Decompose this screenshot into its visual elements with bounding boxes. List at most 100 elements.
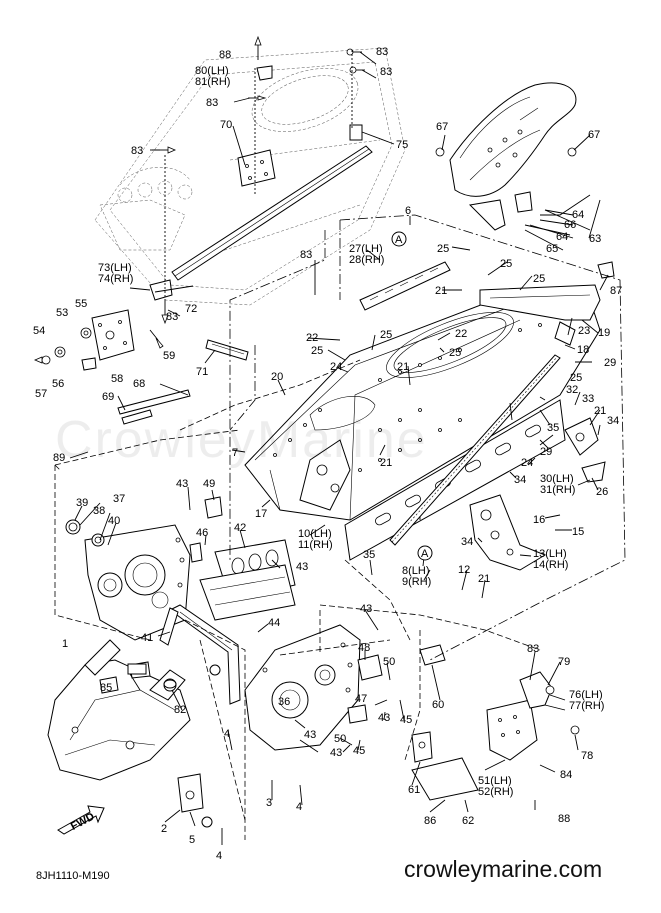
cross-member-19-23	[479, 261, 615, 346]
callout-34b: 34	[514, 474, 526, 486]
callout-2: 2	[161, 823, 167, 835]
callout-51-52: 51(LH)52(RH)	[478, 775, 513, 798]
side-rail-72	[171, 145, 373, 281]
assembly-boundaries	[54, 214, 626, 840]
callout-41: 41	[141, 632, 153, 644]
rear-cover-illustration	[435, 82, 591, 236]
callout-43d: 43	[378, 712, 390, 724]
callout-29a: 29	[604, 357, 616, 369]
callout-6: 6	[405, 205, 411, 217]
callout-42: 42	[234, 522, 246, 534]
callout-63: 63	[589, 233, 601, 245]
callout-83c: 83	[376, 46, 388, 58]
plate-70	[237, 149, 276, 187]
chaincase-plate-37	[65, 519, 191, 641]
callout-25b: 25	[500, 258, 512, 270]
callout-83f: 83	[300, 249, 312, 261]
callout-70: 70	[220, 119, 232, 131]
callout-76-77: 76(LH)77(RH)	[569, 689, 604, 712]
callout-57: 57	[35, 388, 47, 400]
callout-83g: 83	[527, 643, 539, 655]
callout-labels: 88 80(LH)81(RH) 83 70 83 83 83 75 73(LH)…	[33, 46, 622, 862]
callout-18: 18	[577, 344, 589, 356]
callout-8-9: 8(LH)9(RH)	[402, 565, 431, 588]
callout-82: 82	[174, 704, 186, 716]
bracket-49-46	[189, 496, 223, 563]
callout-71: 71	[196, 366, 208, 378]
callout-49: 49	[203, 478, 215, 490]
cover-42-plate	[199, 539, 296, 621]
callout-25g: 25	[570, 372, 582, 384]
callout-29b: 29	[540, 446, 552, 458]
callout-64b: 64	[556, 231, 568, 243]
bumper-41	[159, 604, 241, 705]
callout-19: 19	[598, 327, 610, 339]
bracket-27-28	[359, 261, 451, 311]
callout-86: 86	[424, 815, 436, 827]
callout-65: 65	[546, 243, 558, 255]
callout-23: 23	[578, 325, 590, 337]
callout-43c: 43	[360, 603, 372, 615]
bracket-30-31	[564, 417, 606, 483]
callout-73-74: 73(LH)74(RH)	[98, 262, 133, 285]
callout-21a: 21	[435, 285, 447, 297]
callout-35b: 35	[363, 549, 375, 561]
plate-86	[411, 731, 479, 801]
callout-38: 38	[93, 505, 105, 517]
callout-89: 89	[53, 452, 65, 464]
callout-4c: 4	[216, 850, 222, 862]
callout-25e: 25	[380, 329, 392, 341]
callout-83e: 83	[166, 311, 178, 323]
callout-25f: 25	[449, 347, 461, 359]
callout-46: 46	[196, 527, 208, 539]
watermark: CrowleyMarine	[55, 411, 428, 469]
callout-62: 62	[462, 815, 474, 827]
leader-lines	[69, 51, 609, 845]
callout-75: 75	[396, 139, 408, 151]
callout-39: 39	[76, 497, 88, 509]
callout-54: 54	[33, 325, 45, 337]
callout-21b: 21	[397, 361, 409, 373]
callout-80-81: 80(LH)81(RH)	[195, 65, 230, 88]
callout-83b: 83	[131, 145, 143, 157]
strip-68-69	[117, 389, 191, 425]
callout-48: 48	[358, 642, 370, 654]
ref-a-bottom: A	[421, 548, 429, 560]
callout-72: 72	[185, 303, 197, 315]
fwd-arrow: FWD	[57, 805, 105, 835]
callout-67b: 67	[588, 129, 600, 141]
callout-25d: 25	[311, 345, 323, 357]
callout-36: 36	[278, 696, 290, 708]
callout-60: 60	[432, 699, 444, 711]
bracket-71	[205, 339, 249, 361]
callout-21e: 21	[478, 573, 490, 585]
callout-32: 32	[566, 384, 578, 396]
bracket-51-52	[486, 671, 580, 761]
callout-4a: 4	[224, 728, 230, 740]
tunnel-rivets	[273, 323, 542, 472]
callout-27-28: 27(LH)28(RH)	[349, 243, 384, 266]
callout-20: 20	[271, 371, 283, 383]
callout-22b: 22	[455, 328, 467, 340]
callout-45a: 45	[400, 714, 412, 726]
front-bulkhead-36	[244, 624, 361, 751]
callout-5: 5	[189, 834, 195, 846]
callout-88: 88	[219, 49, 231, 61]
callout-58: 58	[111, 373, 123, 385]
callout-53: 53	[56, 307, 68, 319]
callout-45b: 45	[353, 745, 365, 757]
callout-84: 84	[560, 769, 572, 781]
callout-68: 68	[133, 378, 145, 390]
callout-1: 1	[62, 638, 68, 650]
reference-markers: A A	[391, 231, 433, 561]
callout-85: 85	[100, 682, 112, 694]
diagram-code: 8JH1110-M190	[36, 870, 110, 882]
callout-50b: 50	[334, 733, 346, 745]
site-url[interactable]: crowleymarine.com	[404, 856, 603, 882]
callout-24b: 24	[521, 457, 533, 469]
front-frame-1	[47, 639, 191, 781]
callout-44: 44	[268, 617, 280, 629]
callout-10-11: 10(LH)11(RH)	[298, 528, 333, 551]
callout-25c: 25	[533, 273, 545, 285]
